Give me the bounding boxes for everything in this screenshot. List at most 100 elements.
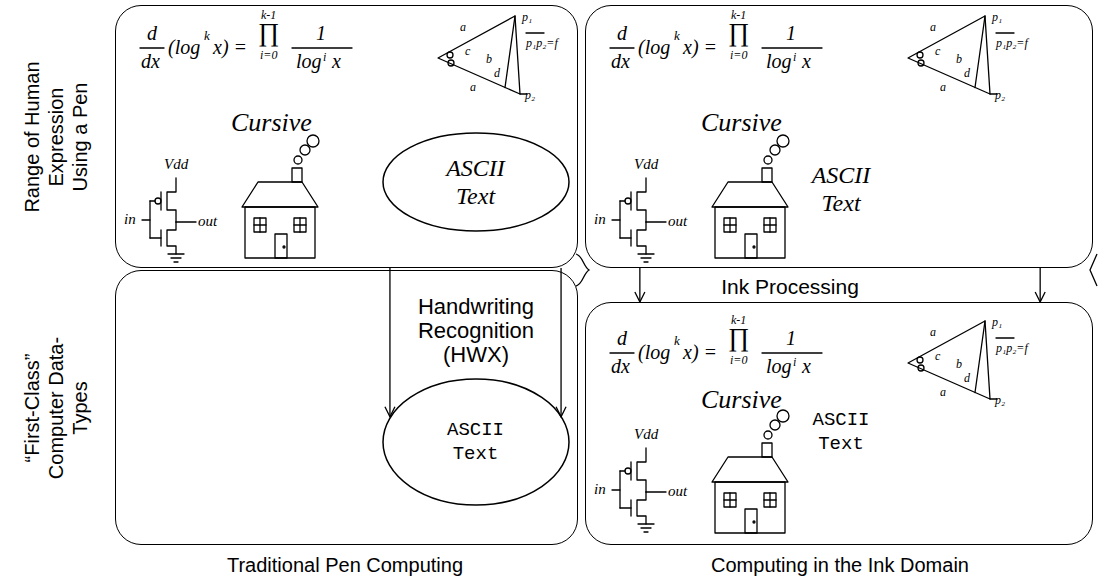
row-label: “First-Class” Computer Data-Types: [19, 332, 91, 485]
ascii-text: ASCII Text: [801, 408, 881, 456]
formula-glyph: k: [204, 28, 210, 43]
inverter-circuit-sketch: [612, 448, 666, 532]
flow-arrow: [389, 268, 390, 417]
geometry-label: a: [460, 20, 466, 34]
geometry-label: a: [940, 80, 946, 94]
formula-glyph: x) =: [213, 36, 247, 59]
geometry-label: c: [935, 44, 940, 58]
inverter-circuit-sketch: [612, 178, 666, 262]
handwritten-text: ASCII Text: [801, 161, 881, 217]
formula-glyph: log: [296, 50, 322, 73]
geometry-label: d: [964, 371, 970, 385]
sketch-set-ink-input: [610, 16, 1014, 262]
geometry-label: p₁: [992, 315, 1002, 329]
sketch-set-ink-output: [610, 321, 1014, 533]
house-sketch: [242, 135, 319, 258]
inverter-circuit-sketch: [142, 178, 196, 262]
formula-glyph: i: [793, 355, 796, 369]
geometry-label: a: [930, 20, 936, 34]
row-label: Range of Human Expression Using a Pen: [19, 61, 91, 214]
brace-mark: [1090, 254, 1097, 286]
formula-glyph: x: [802, 355, 811, 378]
signal-label: Vdd: [634, 156, 658, 173]
flow-arrow: [639, 268, 640, 302]
formula-glyph: x: [802, 50, 811, 73]
brace-mark: [576, 254, 589, 286]
geometry-label: a: [930, 325, 936, 339]
house-sketch: [712, 135, 789, 258]
geometry-label: p₂: [995, 393, 1005, 407]
formula-glyph: d: [147, 22, 157, 45]
signal-label: Vdd: [164, 156, 188, 173]
ascii-text: ASCII Text: [436, 418, 516, 466]
formula-glyph: log: [766, 355, 792, 378]
triangle-sketch: [908, 321, 1014, 399]
ellipse-shape: [383, 133, 569, 231]
formula-glyph: 1: [786, 327, 796, 350]
geometry-label: c: [465, 44, 470, 58]
geometry-label: b: [956, 52, 962, 66]
formula-glyph: (log: [168, 36, 200, 59]
geometry-label: c: [935, 349, 940, 363]
formula-glyph: 1: [786, 22, 796, 45]
formula-glyph: dx: [141, 50, 160, 73]
formula-glyph: i: [323, 50, 326, 64]
geometry-label: a: [470, 80, 476, 94]
formula-glyph: log: [766, 50, 792, 73]
geometry-label: p₁p₂=f: [526, 36, 558, 50]
ellipse-outline: [382, 132, 570, 232]
formula-glyph: k: [674, 333, 680, 348]
geometry-label: d: [964, 66, 970, 80]
ellipse-node: ASCII Text: [382, 378, 570, 506]
cursive-handwriting: Cursive: [701, 386, 782, 414]
geometry-label: d: [494, 66, 500, 80]
formula-glyph: (log: [638, 341, 670, 364]
ellipse-node: ASCII Text: [382, 132, 570, 232]
formula-glyph: k: [674, 28, 680, 43]
geometry-label: p₂: [525, 88, 535, 102]
formula-glyph: ∏: [728, 18, 749, 48]
formula-glyph: i=0: [260, 48, 277, 62]
panel-box: CursiveASCII Text: [585, 302, 1093, 545]
cursive-handwriting: Cursive: [701, 109, 782, 137]
formula-glyph: i=0: [730, 353, 747, 367]
formula-glyph: ∏: [258, 18, 279, 48]
formula-glyph: (log: [638, 36, 670, 59]
signal-label: Vdd: [634, 426, 658, 443]
signal-label: out: [198, 213, 217, 230]
sketch-set-traditional: [140, 16, 544, 262]
process-label: Ink Processing: [721, 274, 859, 299]
signal-label: out: [668, 483, 687, 500]
signal-label: in: [594, 481, 606, 498]
formula-glyph: x: [332, 50, 341, 73]
geometry-label: p₁: [992, 10, 1002, 24]
flow-arrow: [1040, 268, 1041, 302]
formula-glyph: d: [617, 22, 627, 45]
signal-label: in: [124, 211, 136, 228]
formula-glyph: i=0: [730, 48, 747, 62]
geometry-label: p₁p₂=f: [996, 341, 1028, 355]
triangle-sketch: [908, 16, 1014, 94]
ellipse-shape: [383, 379, 569, 505]
column-caption: Computing in the Ink Domain: [711, 553, 969, 577]
formula-glyph: ∏: [728, 323, 749, 353]
column-caption: Traditional Pen Computing: [227, 553, 463, 577]
formula-glyph: i: [793, 50, 796, 64]
geometry-label: p₁: [522, 10, 532, 24]
geometry-label: b: [956, 357, 962, 371]
process-label: Handwriting Recognition (HWX): [401, 295, 551, 367]
formula-glyph: d: [617, 327, 627, 350]
formula-glyph: dx: [611, 355, 630, 378]
formula-glyph: dx: [611, 50, 630, 73]
ellipse-outline: [382, 378, 570, 506]
formula-glyph: x) =: [683, 341, 717, 364]
triangle-sketch: [438, 16, 544, 94]
signal-label: out: [668, 213, 687, 230]
signal-label: in: [594, 211, 606, 228]
geometry-label: b: [486, 52, 492, 66]
panel-box: Handwriting Recognition (HWX) ASCII Text: [115, 270, 578, 545]
cursive-handwriting: Cursive: [231, 109, 312, 137]
formula-glyph: x) =: [683, 36, 717, 59]
